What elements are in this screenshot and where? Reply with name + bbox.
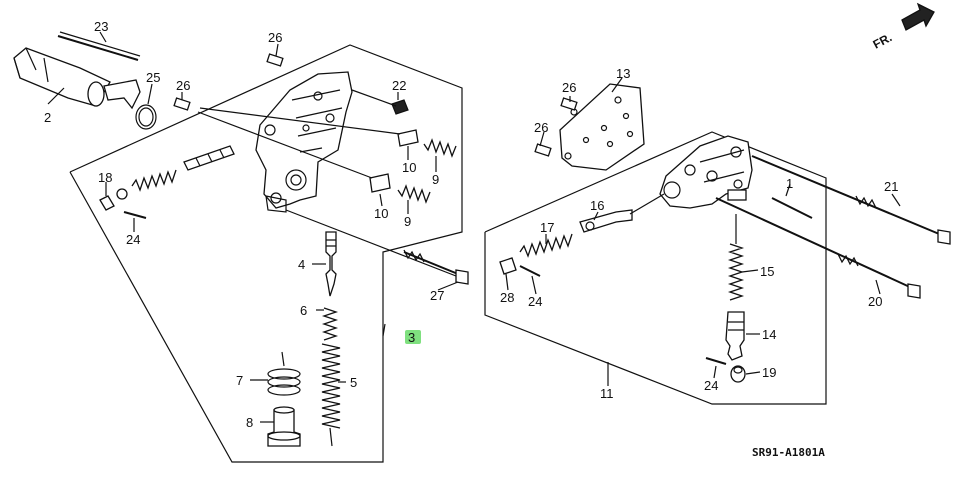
label-part-28[interactable]: 28 — [500, 290, 514, 305]
label-part-23[interactable]: 23 — [94, 19, 108, 34]
label-part-27[interactable]: 27 — [430, 288, 444, 303]
label-part-15[interactable]: 15 — [760, 264, 774, 279]
label-part-4[interactable]: 4 — [298, 257, 305, 272]
left-assembly-outline — [69, 44, 463, 463]
label-part-18[interactable]: 18 — [98, 170, 112, 185]
label-part-3[interactable]: 3 — [408, 330, 415, 345]
label-part-17[interactable]: 17 — [540, 220, 554, 235]
left-valves-springs — [99, 89, 469, 285]
label-part-19[interactable]: 19 — [762, 365, 776, 380]
label-part-24-b[interactable]: 24 — [528, 294, 542, 309]
part-labels: 23 2 25 26 26 22 10 9 10 9 18 24 27 4 6 … — [44, 19, 898, 430]
separator-plate — [559, 83, 645, 171]
label-part-16[interactable]: 16 — [590, 198, 604, 213]
label-part-20[interactable]: 20 — [868, 294, 882, 309]
label-part-1[interactable]: 1 — [786, 176, 793, 191]
leader-lines — [47, 31, 901, 423]
label-part-24-c[interactable]: 24 — [704, 378, 718, 393]
label-part-25[interactable]: 25 — [146, 70, 160, 85]
label-part-14[interactable]: 14 — [762, 327, 776, 342]
label-part-26-b[interactable]: 26 — [268, 30, 282, 45]
pin-23 — [57, 31, 141, 61]
right-assembly-outline — [484, 131, 827, 405]
right-valves-springs — [499, 155, 951, 383]
label-part-10-a[interactable]: 10 — [402, 160, 416, 175]
valve-stack — [267, 231, 341, 447]
label-part-5[interactable]: 5 — [350, 375, 357, 390]
highlight-marker-part-3 — [405, 330, 421, 344]
diagram-code: SR91-A1801A — [752, 446, 825, 459]
front-direction-label: FR. — [871, 30, 895, 51]
label-part-10-b[interactable]: 10 — [374, 206, 388, 221]
label-part-26-a[interactable]: 26 — [176, 78, 190, 93]
label-part-8[interactable]: 8 — [246, 415, 253, 430]
label-part-9-a[interactable]: 9 — [432, 172, 439, 187]
label-part-26-d[interactable]: 26 — [534, 120, 548, 135]
label-part-9-b[interactable]: 9 — [404, 214, 411, 229]
o-ring-25 — [135, 104, 157, 130]
label-part-11[interactable]: 11 — [600, 386, 614, 401]
label-part-2[interactable]: 2 — [44, 110, 51, 125]
left-valve-body — [255, 71, 353, 213]
label-part-13[interactable]: 13 — [616, 66, 630, 81]
front-direction-arrow: FR. — [871, 2, 935, 52]
label-part-21[interactable]: 21 — [884, 179, 898, 194]
label-part-6[interactable]: 6 — [300, 303, 307, 318]
shaft-part — [13, 47, 141, 110]
dowel-pins — [173, 53, 578, 157]
label-part-7[interactable]: 7 — [236, 373, 243, 388]
right-valve-body — [659, 135, 753, 209]
label-part-22[interactable]: 22 — [392, 78, 406, 93]
label-part-24-a[interactable]: 24 — [126, 232, 140, 247]
label-part-26-c[interactable]: 26 — [562, 80, 576, 95]
